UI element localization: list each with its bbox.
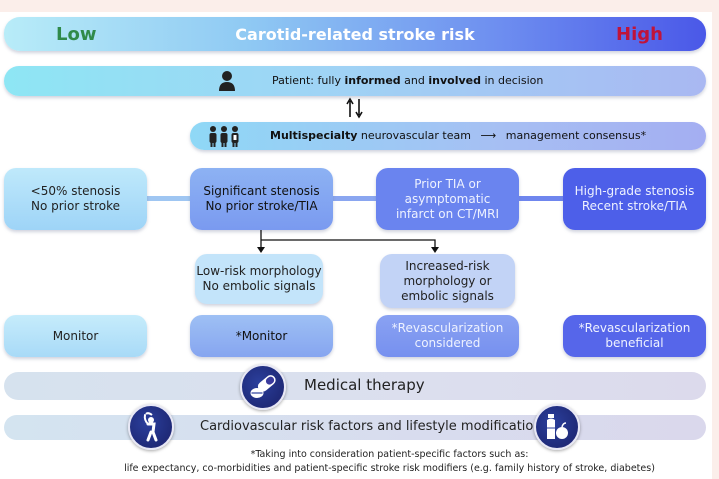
substage-box-low-risk: Low-risk morphology No embolic signals bbox=[195, 254, 323, 304]
patient-prefix: Patient: bbox=[272, 74, 315, 87]
substage-text: No embolic signals bbox=[202, 279, 316, 293]
stage-text: infarct on CT/MRI bbox=[395, 206, 500, 221]
management-text: *Monitor bbox=[235, 328, 288, 343]
risk-scale-title: Carotid-related stroke risk bbox=[235, 24, 475, 44]
medical-therapy-bar: Medical therapy bbox=[4, 372, 706, 400]
team-multispecialty: Multispecialty bbox=[270, 129, 358, 142]
team-text: Multispecialty neurovascular team ⟶ mana… bbox=[270, 129, 646, 142]
stage-text: Recent stroke/TIA bbox=[581, 199, 688, 213]
stage-text: asymptomatic bbox=[404, 191, 491, 206]
patient-informed: informed bbox=[344, 74, 401, 87]
patient-text: Patient: fully informed and involved in … bbox=[272, 74, 543, 87]
substage-text: embolic signals bbox=[401, 288, 494, 303]
stage-box-prior-tia: Prior TIA or asymptomatic infarct on CT/… bbox=[376, 168, 519, 230]
management-text: *Revascularization bbox=[578, 321, 691, 335]
substage-text: Low-risk morphology bbox=[196, 264, 322, 278]
patient-text-part: in decision bbox=[480, 74, 544, 87]
patient-text-part: and bbox=[400, 74, 429, 87]
exercise-icon bbox=[128, 404, 174, 450]
stage-box-high-grade-stenosis: High-grade stenosis Recent stroke/TIA bbox=[563, 168, 706, 230]
team-bar: Multispecialty neurovascular team ⟶ mana… bbox=[190, 122, 706, 150]
team-consensus: management consensus* bbox=[505, 129, 647, 142]
management-text: *Revascularization bbox=[391, 321, 504, 335]
stage-connector bbox=[519, 196, 563, 201]
team-neurovascular: neurovascular team bbox=[357, 129, 471, 142]
stage-text: <50% stenosis bbox=[30, 184, 121, 198]
healthy-food-icon bbox=[534, 404, 580, 450]
stage-connector bbox=[333, 196, 376, 201]
arrowhead-right bbox=[431, 247, 439, 253]
stage-connector bbox=[147, 196, 190, 201]
pills-icon bbox=[240, 364, 286, 410]
management-text: beneficial bbox=[605, 336, 664, 350]
stage-text: No prior stroke bbox=[31, 199, 120, 213]
stage-box-low-stenosis: <50% stenosis No prior stroke bbox=[4, 168, 147, 230]
footnote-line-1: *Taking into consideration patient-speci… bbox=[250, 449, 529, 460]
patient-text-part: fully bbox=[314, 74, 345, 87]
low-risk-label: Low bbox=[56, 23, 97, 45]
high-risk-label: High bbox=[616, 23, 663, 45]
stage-text: Significant stenosis bbox=[203, 184, 320, 198]
substage-text: Increased-risk bbox=[405, 258, 490, 273]
management-text: considered bbox=[414, 336, 481, 350]
stage-text: No prior stroke/TIA bbox=[205, 199, 318, 213]
lifestyle-label: Cardiovascular risk factors and lifestyl… bbox=[200, 419, 542, 434]
management-box-revasc-considered: *Revascularization considered bbox=[376, 315, 519, 357]
stage-box-significant-stenosis: Significant stenosis No prior stroke/TIA bbox=[190, 168, 333, 230]
lifestyle-bar: Cardiovascular risk factors and lifestyl… bbox=[4, 415, 706, 440]
stage-text: High-grade stenosis bbox=[574, 184, 695, 198]
patient-involved: involved bbox=[428, 74, 481, 87]
exchange-arrows-icon bbox=[344, 97, 366, 119]
management-box-revasc-beneficial: *Revascularization beneficial bbox=[563, 315, 706, 357]
stage-text: Prior TIA or bbox=[414, 176, 481, 191]
substage-text: morphology or bbox=[403, 273, 492, 288]
person-icon bbox=[218, 70, 236, 92]
right-arrow-icon: ⟶ bbox=[480, 129, 497, 142]
branch-arrows bbox=[257, 230, 439, 253]
arrowhead-left bbox=[257, 247, 265, 253]
medical-therapy-label: Medical therapy bbox=[304, 376, 425, 394]
management-box-monitor: Monitor bbox=[4, 315, 147, 357]
management-box-monitor-asterisk: *Monitor bbox=[190, 315, 333, 357]
risk-scale-bar: Carotid-related stroke risk Low High bbox=[4, 17, 706, 51]
management-text: Monitor bbox=[52, 328, 99, 343]
branch-line-right bbox=[261, 239, 436, 250]
patient-bar: Patient: fully informed and involved in … bbox=[4, 66, 706, 96]
substage-box-increased-risk: Increased-risk morphology or embolic sig… bbox=[380, 254, 515, 308]
footnote-line-2: life expectancy, co-morbidities and pati… bbox=[124, 463, 655, 474]
team-icon bbox=[208, 125, 240, 147]
